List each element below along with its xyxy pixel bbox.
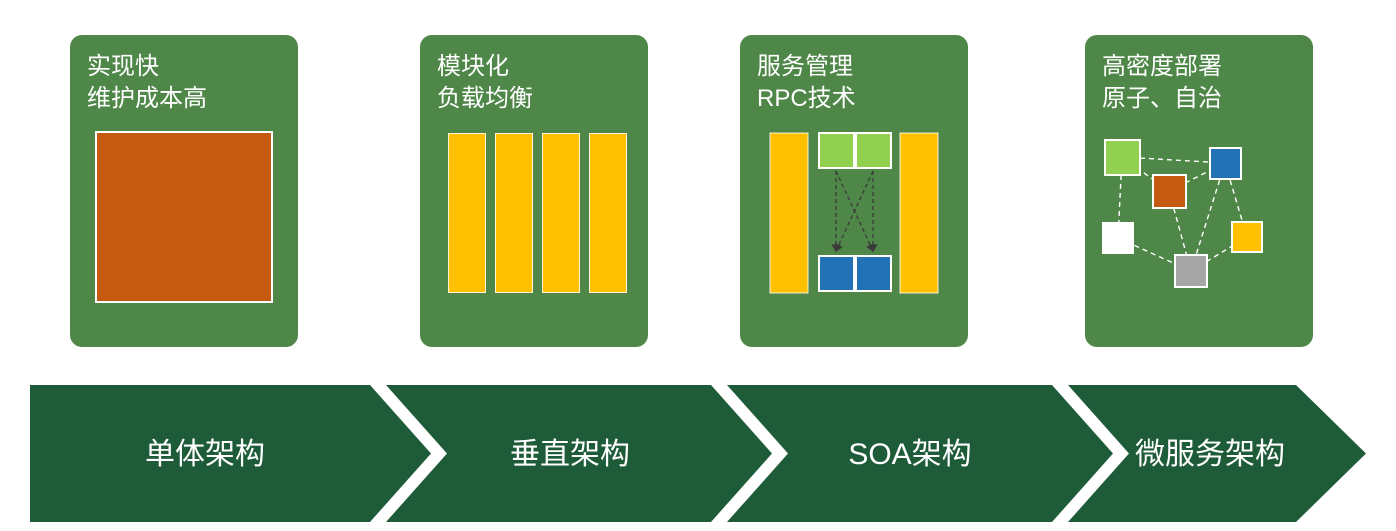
timeline-segment <box>1068 385 1366 522</box>
provider-block-shape <box>855 255 892 292</box>
caption-line: 原子、自治 <box>1102 84 1222 112</box>
vertical-bar-shape <box>542 133 580 293</box>
stage-label-soa: SOA架构 <box>848 438 971 471</box>
monolith-block-shape <box>95 131 273 303</box>
vertical-bar-shape <box>448 133 486 293</box>
microservices-graphic <box>1102 139 1263 288</box>
soa-service-bar-shape <box>769 132 809 294</box>
timeline-arrow-band: 单体架构 垂直架构 SOA架构 微服务架构 <box>30 385 1366 522</box>
vertical-bar-shape <box>589 133 627 293</box>
vertical-bar-shape <box>495 133 533 293</box>
card-vertical-caption: 模块化 负载均衡 <box>420 35 648 114</box>
stage-label-microservices: 微服务架构 <box>1135 438 1285 471</box>
caption-line: 负载均衡 <box>437 84 533 112</box>
microservice-node-green <box>1104 139 1141 176</box>
card-soa: 服务管理 RPC技术 <box>740 35 968 347</box>
soa-service-bar-shape <box>899 132 939 294</box>
timeline-segment <box>30 385 431 522</box>
caption-line: 维护成本高 <box>87 84 207 112</box>
soa-graphic <box>769 132 939 294</box>
timeline-segment <box>727 385 1113 522</box>
provider-block-shape <box>818 255 855 292</box>
consumer-block-shape <box>855 132 892 169</box>
card-microservices-caption: 高密度部署 原子、自治 <box>1085 35 1313 114</box>
card-monolith-caption: 实现快 维护成本高 <box>70 35 298 114</box>
microservice-node-gray <box>1174 254 1208 288</box>
caption-line: 模块化 <box>437 53 509 80</box>
caption-line: RPC技术 <box>757 84 856 112</box>
timeline-segment <box>386 385 772 522</box>
rpc-call-arrows <box>831 170 878 253</box>
microservice-node-yellow <box>1231 221 1263 253</box>
card-monolith: 实现快 维护成本高 <box>70 35 298 347</box>
card-microservices: 高密度部署 原子、自治 <box>1085 35 1313 347</box>
card-soa-caption: 服务管理 RPC技术 <box>740 35 968 114</box>
microservice-node-blue <box>1209 147 1242 180</box>
card-vertical: 模块化 负载均衡 <box>420 35 648 347</box>
microservice-node-white <box>1102 222 1134 254</box>
consumer-block-shape <box>818 132 855 169</box>
caption-line: 高密度部署 <box>1102 53 1222 80</box>
stage-label-monolith: 单体架构 <box>145 438 265 471</box>
caption-line: 实现快 <box>87 53 159 80</box>
stage-label-vertical: 垂直架构 <box>510 438 630 471</box>
microservice-node-orange <box>1152 174 1187 209</box>
vertical-bars-group <box>448 133 627 293</box>
caption-line: 服务管理 <box>757 53 853 80</box>
